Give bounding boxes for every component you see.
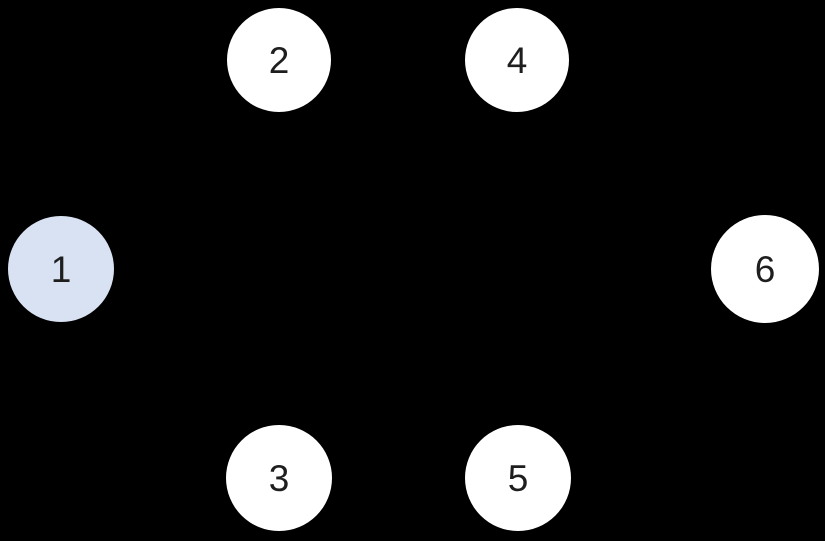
node-label-1: 1	[50, 248, 72, 290]
node-label-5: 5	[507, 457, 529, 499]
node-label-3: 3	[268, 457, 290, 499]
node-label-4: 4	[506, 39, 528, 81]
graph-node-5: 5	[465, 425, 571, 531]
node-label-6: 6	[754, 248, 776, 290]
graph-node-1: 1	[8, 216, 114, 322]
node-label-2: 2	[268, 39, 290, 81]
graph-node-2: 2	[227, 8, 331, 112]
graph-node-3: 3	[226, 425, 332, 531]
graph-node-4: 4	[465, 8, 569, 112]
graph-node-6: 6	[711, 215, 819, 323]
